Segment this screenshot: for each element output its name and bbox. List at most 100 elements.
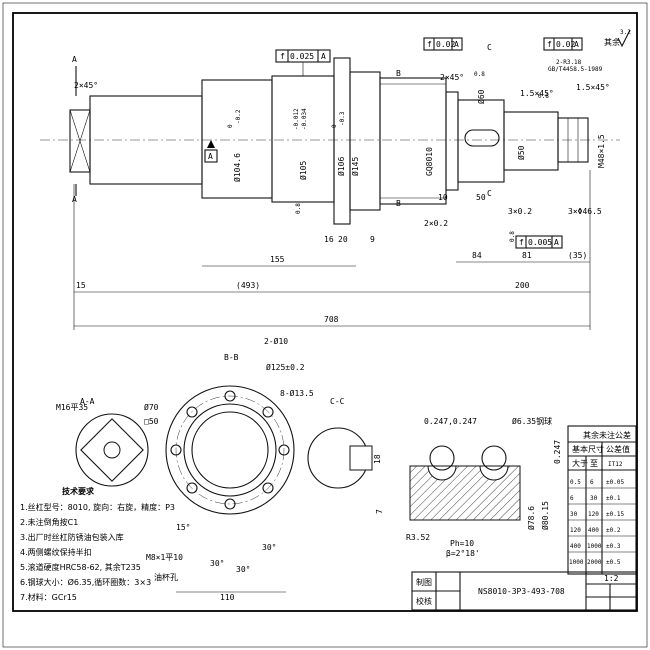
svg-text:Ø104.6: Ø104.6 [232, 153, 242, 182]
svg-text:30°: 30° [262, 543, 276, 552]
svg-text:1000: 1000 [587, 543, 602, 550]
section-a-a: A-A M16平35 Ø70 □50 [56, 397, 159, 487]
svg-text:0.005: 0.005 [528, 238, 552, 247]
title-block: 制图 校核 NS8010-3P3-493-708 1:2 [411, 571, 637, 611]
svg-text:0.8: 0.8 [509, 231, 516, 242]
svg-text:120: 120 [570, 527, 581, 534]
svg-text:3.出厂时丝杠防锈油包装入库: 3.出厂时丝杠防锈油包装入库 [20, 532, 124, 542]
svg-text:(493): (493) [236, 281, 260, 290]
svg-text:Ø6.35钢球: Ø6.35钢球 [512, 416, 552, 426]
roughness-symbol-icon [617, 29, 631, 48]
tolerance-row: 400 1000 ±0.3 [568, 543, 636, 553]
svg-text:2.未注倒角按C1: 2.未注倒角按C1 [20, 517, 78, 527]
svg-text:Ø60: Ø60 [476, 89, 486, 104]
svg-text:f: f [547, 40, 552, 49]
svg-text:M8×1平10: M8×1平10 [146, 553, 183, 562]
tolerance-row: 6 30 ±0.1 [568, 495, 636, 505]
svg-text:6.钢球大小：Ø6.35,循环圈数：3×3: 6.钢球大小：Ø6.35,循环圈数：3×3 [20, 577, 151, 587]
svg-text:f: f [519, 238, 524, 247]
svg-text:5.滚道硬度HRC58-62, 其余T235: 5.滚道硬度HRC58-62, 其余T235 [20, 562, 141, 572]
tolerance-table: 其余未注公差 基本尺寸 公差值 大于 至 IT12 0.5 6 ±0.05 6 … [567, 425, 637, 575]
svg-text:708: 708 [324, 315, 339, 324]
svg-text:C: C [487, 189, 492, 198]
svg-text:Ø70: Ø70 [144, 402, 159, 412]
inner-frame [12, 12, 638, 612]
svg-text:B: B [396, 69, 401, 78]
svg-text:15: 15 [76, 281, 86, 290]
svg-text:1000: 1000 [569, 559, 584, 566]
svg-text:18: 18 [373, 454, 382, 464]
svg-text:10: 10 [438, 193, 448, 202]
svg-text:7: 7 [375, 509, 384, 514]
svg-text:2-Ø10: 2-Ø10 [264, 336, 288, 346]
svg-text:0.02: 0.02 [436, 40, 455, 49]
svg-text:110: 110 [220, 593, 235, 602]
svg-text:0.247: 0.247 [553, 440, 562, 464]
svg-text:50: 50 [476, 193, 486, 202]
svg-text:1.5×45°: 1.5×45° [576, 83, 610, 92]
svg-text:0.02: 0.02 [556, 40, 575, 49]
svg-text:A: A [574, 40, 579, 49]
svg-text:大于: 大于 [572, 458, 588, 468]
svg-text:基本尺寸: 基本尺寸 [572, 444, 604, 454]
title-label-draw: 制图 [416, 577, 432, 587]
svg-text:其余未注公差: 其余未注公差 [583, 430, 631, 440]
drawing-number: NS8010-3P3-493-708 [478, 587, 565, 596]
svg-text:0.5: 0.5 [570, 479, 581, 486]
svg-text:技术要求: 技术要求 [62, 486, 95, 496]
svg-text:0.025: 0.025 [290, 52, 314, 61]
thread-detail: 0.247,0.247 Ø6.35钢球 0.247 Ø78.6 Ø80.15 R… [406, 416, 562, 558]
svg-text:油杯孔: 油杯孔 [154, 572, 178, 582]
main-shaft-view: A A 2×45° A Ø104.6 0 -0.2 Ø105 -0.012 -0… [40, 37, 620, 330]
svg-text:6: 6 [590, 479, 594, 486]
svg-text:7.材料：GCr15: 7.材料：GCr15 [20, 592, 77, 602]
svg-text:至: 至 [590, 459, 598, 468]
svg-text:□50: □50 [144, 417, 159, 426]
svg-text:A-A: A-A [80, 397, 95, 406]
svg-text:±0.3: ±0.3 [606, 543, 621, 550]
svg-text:0: 0 [227, 124, 234, 128]
scale: 1:2 [604, 574, 619, 583]
title-label-check: 校核 [416, 596, 432, 606]
svg-text:0.8: 0.8 [295, 203, 302, 214]
svg-text:-0.012: -0.012 [293, 108, 300, 130]
svg-text:A: A [208, 152, 213, 161]
svg-text:C-C: C-C [330, 397, 345, 406]
svg-text:3×Φ46.5: 3×Φ46.5 [568, 207, 602, 216]
svg-text:C: C [487, 43, 492, 52]
tolerance-row: 120 400 ±0.2 [568, 527, 636, 537]
svg-text:f: f [280, 52, 285, 61]
svg-text:B-B: B-B [224, 353, 239, 362]
svg-text:A: A [321, 52, 326, 61]
svg-text:±0.1: ±0.1 [606, 495, 621, 502]
svg-text:84: 84 [472, 251, 482, 260]
svg-text:±0.5: ±0.5 [606, 559, 621, 566]
svg-text:200: 200 [515, 281, 530, 290]
section-b-b: B-B 2-Ø10 Ø125±0.2 8-Ø13.5 15° 30° 30° 3… [146, 336, 314, 602]
svg-text:2×45°: 2×45° [74, 81, 98, 90]
svg-text:400: 400 [588, 527, 599, 534]
svg-text:30: 30 [570, 511, 578, 518]
svg-text:Ø106: Ø106 [336, 157, 346, 176]
svg-text:±0.15: ±0.15 [606, 511, 624, 518]
svg-text:2000: 2000 [587, 559, 602, 566]
svg-text:A: A [72, 55, 77, 64]
svg-text:81: 81 [522, 251, 532, 260]
svg-text:6: 6 [570, 495, 574, 502]
tolerance-row: 0.5 6 ±0.05 [568, 479, 636, 489]
svg-text:(35): (35) [568, 251, 587, 260]
svg-text:±0.05: ±0.05 [606, 479, 624, 486]
svg-text:0: 0 [331, 124, 338, 128]
svg-text:M48×1.5: M48×1.5 [597, 134, 606, 168]
svg-text:400: 400 [570, 543, 581, 550]
svg-text:0.247,0.247: 0.247,0.247 [424, 417, 477, 426]
svg-text:Ø50: Ø50 [516, 145, 526, 160]
svg-text:4.两侧螺纹保持半扣: 4.两侧螺纹保持半扣 [20, 547, 92, 557]
svg-text:Ø105: Ø105 [298, 161, 308, 180]
section-c-c: C-C 18 7 [307, 397, 384, 514]
svg-text:-0.3: -0.3 [339, 111, 346, 126]
svg-text:Ø125±0.2: Ø125±0.2 [266, 362, 305, 372]
svg-text:Ø80.15: Ø80.15 [540, 501, 550, 530]
